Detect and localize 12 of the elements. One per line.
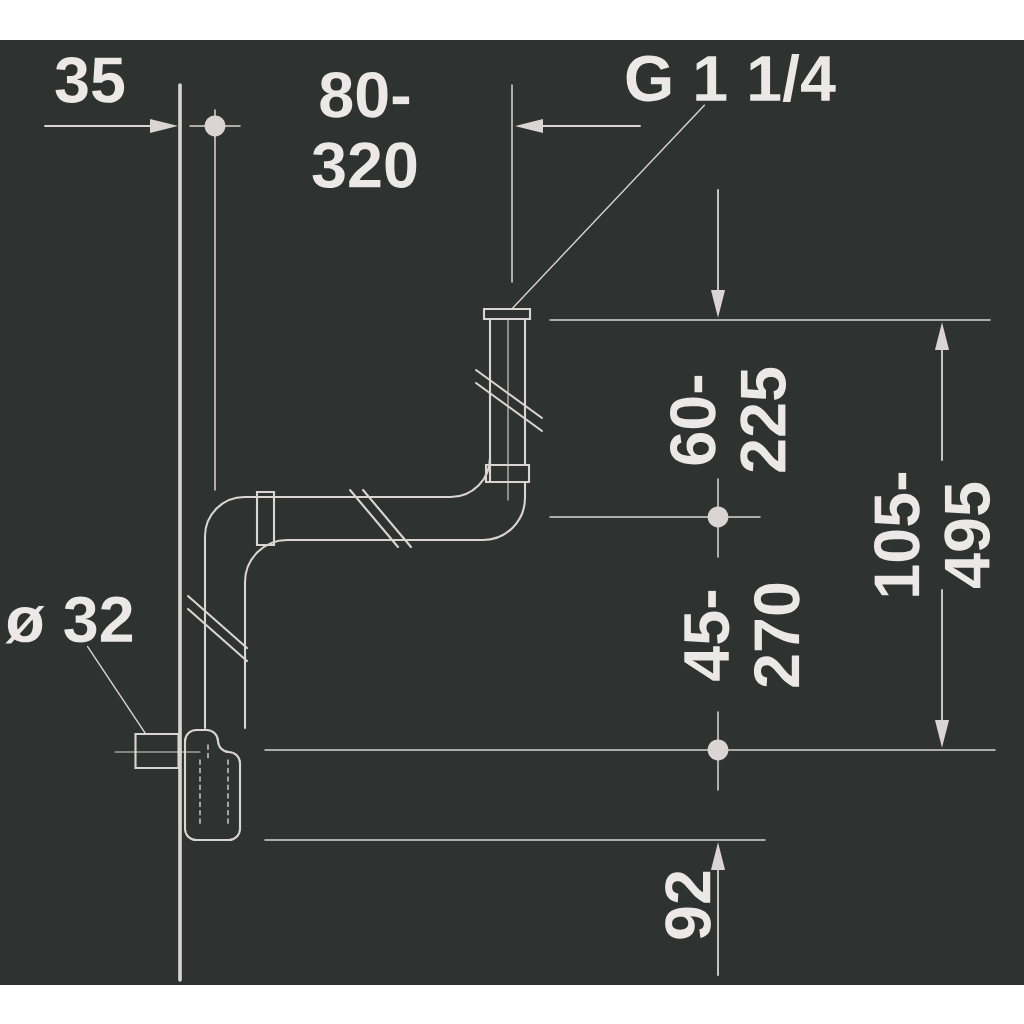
dimension-text: 60- 225 <box>669 367 787 472</box>
leader-line <box>512 104 706 309</box>
callout-text: ø 32 <box>5 596 133 644</box>
pipe-part <box>134 732 180 770</box>
dimension-text: 80- 320 <box>312 71 417 189</box>
dimension-text: 35 <box>55 57 125 103</box>
leader-line <box>86 645 146 734</box>
pipe-part <box>482 307 532 321</box>
dimension-text: 92 <box>665 871 711 939</box>
dimension-text: 105- 495 <box>874 472 991 596</box>
dimension-text: 45- 270 <box>684 583 800 687</box>
callout-text: G 1 1/4 <box>626 53 836 103</box>
